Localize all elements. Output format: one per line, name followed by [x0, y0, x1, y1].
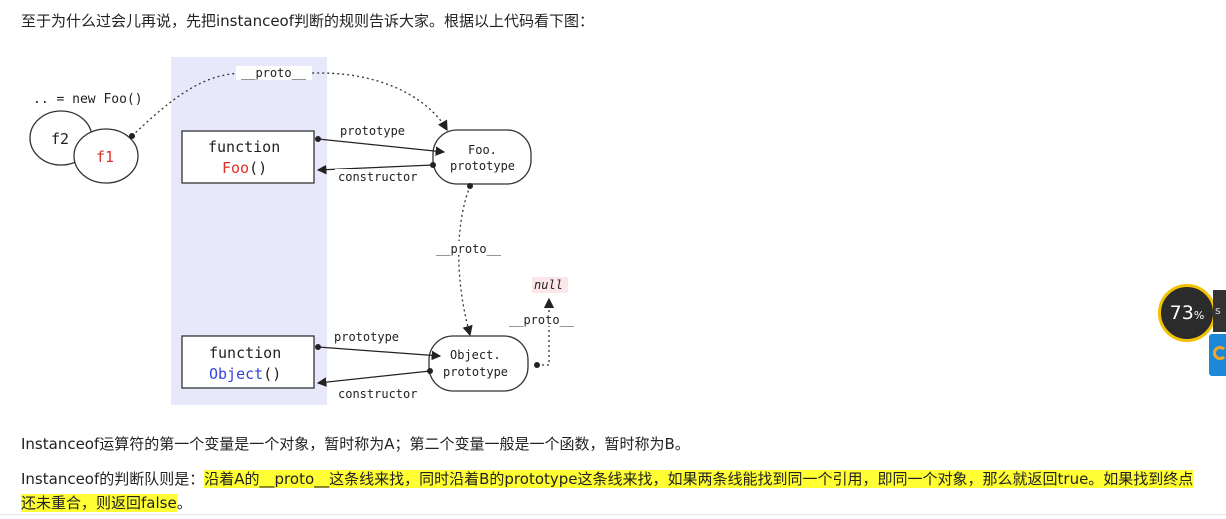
f1-label: f1 — [96, 148, 114, 166]
progress-widget[interactable]: 73% — [1158, 284, 1216, 342]
object-prototype-line2: prototype — [443, 365, 508, 379]
prototype-label-2: prototype — [334, 330, 399, 344]
null-bg — [532, 277, 568, 293]
progress-value: 73 — [1169, 302, 1194, 324]
object-constructor-arrow — [316, 370, 431, 387]
f1-proto-dot — [129, 133, 135, 139]
f1-instance — [73, 128, 139, 184]
constructor-label-2: constructor — [338, 387, 417, 401]
object-prototype-arrow — [317, 346, 442, 361]
bottom-divider — [0, 514, 1226, 515]
foo-prototype-box — [432, 129, 532, 185]
side-panel-tab[interactable]: s — [1213, 290, 1226, 332]
constructor-label-2-bg — [335, 386, 421, 400]
prototype-chain-diagram: .. = new Foo() f2 f1 __proto__ function … — [29, 57, 580, 405]
proto-right-label: __proto__ — [509, 313, 575, 327]
rule-lead: Instanceof的判断队则是： — [21, 470, 205, 488]
constructor-label-1: constructor — [338, 170, 417, 184]
new-foo-expression: .. = new Foo() — [33, 92, 143, 107]
foo-prototype-dot — [315, 136, 321, 142]
foo-prototype-line1: Foo. — [468, 143, 497, 157]
object-prototype-dot — [315, 344, 321, 350]
proto-middle-bg — [433, 241, 507, 255]
progress-percent: % — [1193, 309, 1205, 322]
function-foo-name: Foo() — [222, 159, 267, 177]
function-foo-box — [181, 130, 315, 184]
object-proto-null-dot — [534, 362, 540, 368]
rule-tail: 。 — [176, 494, 192, 512]
refresh-icon — [1213, 346, 1226, 360]
foo-proto-to-object-link — [458, 185, 473, 337]
proto-middle-label: __proto__ — [436, 242, 502, 256]
proto-top-label: __proto__ — [241, 66, 307, 80]
object-constructor-dot — [427, 368, 433, 374]
constructor-label-1-bg — [335, 169, 421, 183]
object-prototype-box — [428, 335, 529, 392]
proto-top-bg — [236, 66, 312, 80]
f2-label: f2 — [51, 130, 69, 148]
proto-right-bg — [506, 312, 580, 326]
prototype-label-2-bg — [331, 329, 403, 343]
intro-text: 至于为什么过会儿再说，先把instanceof判断的规则告诉大家。根据以上代码看… — [21, 12, 595, 30]
object-prototype-line1: Object. — [450, 348, 501, 362]
function-foo-keyword: function — [208, 138, 280, 156]
null-label: null — [534, 278, 563, 292]
prototype-label-1: prototype — [340, 124, 405, 138]
paragraph-definition: Instanceof运算符的第一个变量是一个对象，暂时称为A；第二个变量一般是一… — [21, 435, 690, 453]
function-object-keyword: function — [209, 344, 281, 362]
side-app-icon[interactable] — [1209, 334, 1226, 376]
foo-constructor-dot — [430, 162, 436, 168]
foo-prototype-line2: prototype — [450, 159, 515, 173]
prototype-label-1-bg — [337, 123, 409, 137]
object-proto-null-link — [537, 297, 555, 366]
side-tab-char: s — [1215, 304, 1221, 317]
function-object-name: Object() — [209, 365, 281, 383]
paragraph-rule: Instanceof的判断队则是：沿着A的__proto__这条线来找，同时沿着… — [21, 467, 1201, 515]
foo-proto-chain-dot — [467, 183, 473, 189]
function-object-box — [181, 335, 315, 389]
foo-prototype-arrow — [317, 138, 446, 156]
